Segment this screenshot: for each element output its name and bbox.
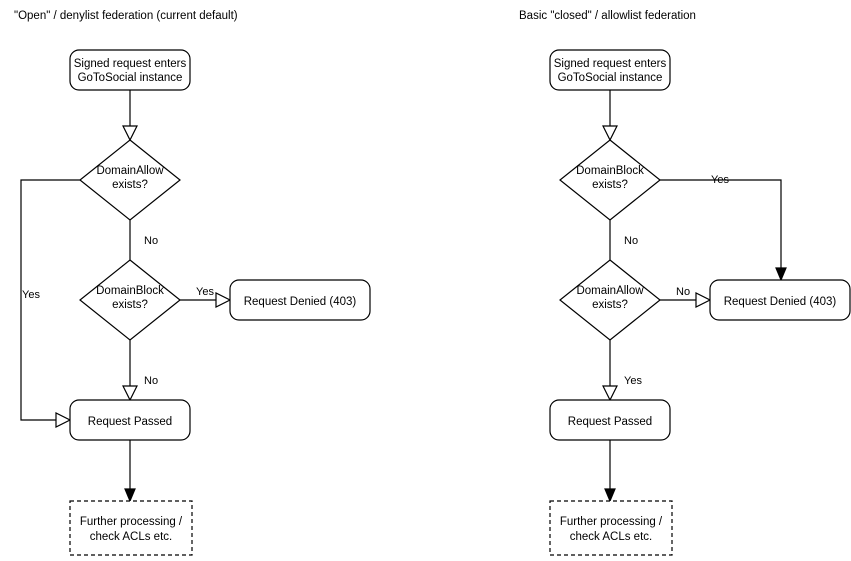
start-node-label-line2: GoToSocial instance <box>558 72 663 84</box>
edge-label-allow-no: No <box>676 286 690 298</box>
further-node-label-line2: check ACLs etc. <box>570 531 652 543</box>
arrowhead-open-icon <box>122 125 138 142</box>
node-decision-domainblock-left[interactable]: DomainBlock exists? <box>79 259 181 341</box>
start-node-shape[interactable] <box>549 49 671 91</box>
node-decision-domainblock-right[interactable]: DomainBlock exists? <box>559 139 661 221</box>
start-node-label-line2: GoToSocial instance <box>78 72 183 84</box>
decision-label-line1: DomainAllow <box>576 285 644 297</box>
edge-domainallow-yes-to-passed: Yes <box>20 179 80 428</box>
node-start-right[interactable]: Signed request enters GoToSocial instanc… <box>549 49 671 91</box>
arrowhead-filled-icon <box>124 488 136 503</box>
arrowhead-open-icon <box>695 292 712 308</box>
node-decision-domainallow-left[interactable]: DomainAllow exists? <box>79 139 181 221</box>
passed-node-label: Request Passed <box>568 416 652 428</box>
edge-domainallow-yes-to-passed: Yes <box>602 340 642 402</box>
edge-start-to-domainblock <box>602 90 618 142</box>
edge-label-block-yes: Yes <box>711 174 729 186</box>
diagram-title-right: Basic "closed" / allowlist federation <box>519 10 696 22</box>
arrowhead-open-icon <box>55 412 72 428</box>
diagram-open-denylist: "Open" / denylist federation (current de… <box>14 10 371 556</box>
denied-node-shape[interactable] <box>229 279 371 321</box>
arrowhead-open-icon <box>602 125 618 142</box>
start-node-shape[interactable] <box>69 49 191 91</box>
decision-label-line2: exists? <box>592 299 628 311</box>
edge-label-block-yes: Yes <box>196 286 214 298</box>
arrowhead-open-icon <box>215 292 232 308</box>
arrowhead-filled-icon <box>775 267 787 282</box>
decision-label-line2: exists? <box>112 299 148 311</box>
node-request-denied-right[interactable]: Request Denied (403) <box>709 279 851 321</box>
arrowhead-filled-icon <box>604 488 616 503</box>
edge-passed-to-further <box>604 440 616 503</box>
edge-line <box>660 179 782 273</box>
node-decision-domainallow-right[interactable]: DomainAllow exists? <box>559 259 661 341</box>
diagram-closed-allowlist: Basic "closed" / allowlist federation Si… <box>519 10 851 556</box>
decision-label-line1: DomainBlock <box>576 165 644 177</box>
edge-domainallow-no-to-denied: No <box>660 286 712 308</box>
edge-passed-to-further <box>124 440 136 503</box>
edge-label-block-no: No <box>144 375 158 387</box>
diagram-title-left: "Open" / denylist federation (current de… <box>14 10 238 22</box>
further-node-label-line2: check ACLs etc. <box>90 531 172 543</box>
edge-label-allow-yes: Yes <box>624 375 642 387</box>
node-request-passed-left[interactable]: Request Passed <box>69 399 191 441</box>
edge-domainblock-no-to-passed: No <box>122 340 158 402</box>
edge-label-block-no: No <box>624 235 638 247</box>
arrowhead-open-icon <box>122 385 138 402</box>
edge-domainblock-yes-to-denied: Yes <box>660 174 787 282</box>
denied-node-label: Request Denied (403) <box>724 296 837 308</box>
node-request-passed-right[interactable]: Request Passed <box>549 399 671 441</box>
arrowhead-open-icon <box>602 385 618 402</box>
decision-label-line1: DomainAllow <box>96 165 164 177</box>
decision-label-line2: exists? <box>112 179 148 191</box>
further-node-shape[interactable] <box>69 500 193 556</box>
denied-node-shape[interactable] <box>709 279 851 321</box>
start-node-label-line1: Signed request enters <box>74 58 187 70</box>
edge-start-to-domainallow <box>122 90 138 142</box>
edge-label-allow-no: No <box>144 235 158 247</box>
node-request-denied-left[interactable]: Request Denied (403) <box>229 279 371 321</box>
decision-label-line2: exists? <box>592 179 628 191</box>
edge-label-allow-yes: Yes <box>22 289 40 301</box>
edge-domainblock-yes-to-denied: Yes <box>180 286 232 308</box>
further-node-label-line1: Further processing / <box>560 516 663 528</box>
start-node-label-line1: Signed request enters <box>554 58 667 70</box>
further-node-label-line1: Further processing / <box>80 516 183 528</box>
denied-node-label: Request Denied (403) <box>244 296 357 308</box>
node-further-processing-right[interactable]: Further processing / check ACLs etc. <box>549 500 673 556</box>
edge-line <box>20 179 80 421</box>
node-start-left[interactable]: Signed request enters GoToSocial instanc… <box>69 49 191 91</box>
passed-node-label: Request Passed <box>88 416 172 428</box>
further-node-shape[interactable] <box>549 500 673 556</box>
decision-label-line1: DomainBlock <box>96 285 164 297</box>
node-further-processing-left[interactable]: Further processing / check ACLs etc. <box>69 500 193 556</box>
